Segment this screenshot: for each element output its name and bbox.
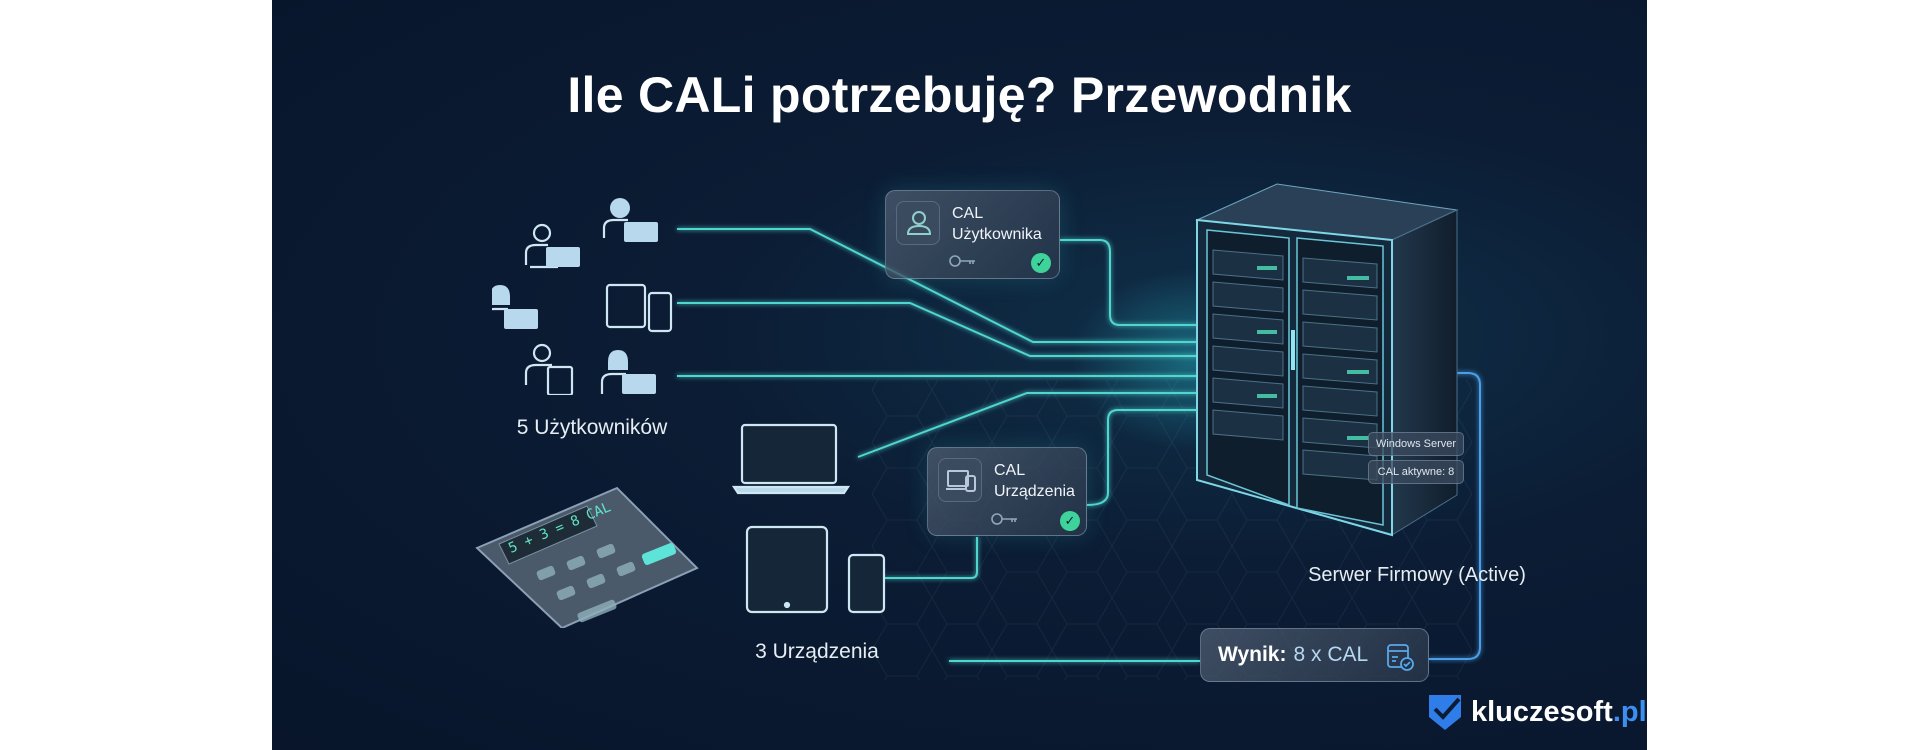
key-icon [949,255,975,267]
kluczesoft-logo: kluczesoft.pl [1427,693,1647,731]
line-user-2 [677,302,1200,357]
calculator-body [475,486,699,630]
devices-label: 3 Urządzenia [755,640,879,663]
user-laptop-icon [524,223,580,269]
cal-user-line2: Użytkownika [952,226,1042,243]
infographic-panel: Ile CALi potrzebuję? Przewodnik 5 [272,0,1647,750]
line-user-1 [677,228,1200,343]
cal-device-card: CAL Urządzenia ✓ [927,447,1087,536]
result-prefix: Wynik: [1218,643,1287,666]
calendar-check-icon [1387,644,1414,671]
cal-device-line2: Urządzenia [994,483,1075,500]
badge-windows-server: Windows Server [1368,432,1464,456]
key-icon [991,513,1017,525]
badge-cal-active: CAL aktywne: 8 [1368,460,1464,484]
user-tablet-icon [524,343,574,395]
line-result-right [1429,372,1481,660]
users-label: 5 Użytkowników [516,416,668,439]
phone-icon [847,553,886,614]
user-woman-laptop-icon [600,350,656,394]
user-woman-laptop-icon [492,285,538,329]
laptop-icon [732,423,851,495]
server-label: Serwer Firmowy (Active) [1308,564,1526,586]
users-group [492,198,673,395]
check-icon: ✓ [1031,253,1051,273]
result-value: 8 x CAL [1293,643,1369,666]
devices-icon [938,458,982,502]
logo-tld: .pl [1612,695,1647,728]
result-box: Wynik: 8 x CAL [1200,628,1429,682]
check-icon: ✓ [1060,511,1080,531]
shield-check-icon [1429,695,1461,730]
line-device-bottom [884,537,978,579]
line-cal-device [1086,409,1200,506]
server-rack [1195,183,1459,537]
user-icon [896,201,940,245]
calculator: 5 + 3 = 8 CAL [467,478,702,630]
line-cal-user [1060,239,1200,326]
tablet-phone-icon [605,283,673,333]
tablet-icon [745,525,829,614]
cal-device-line1: CAL [994,462,1026,479]
line-laptop [857,392,1200,458]
page-title: Ile CALi potrzebuję? Przewodnik [567,67,1352,123]
devices-group [732,423,886,614]
logo-name: kluczesoft [1471,695,1613,728]
user-laptop-icon [602,198,658,242]
cal-user-card: CAL Użytkownika ✓ [885,190,1060,279]
cal-user-line1: CAL [952,205,984,222]
